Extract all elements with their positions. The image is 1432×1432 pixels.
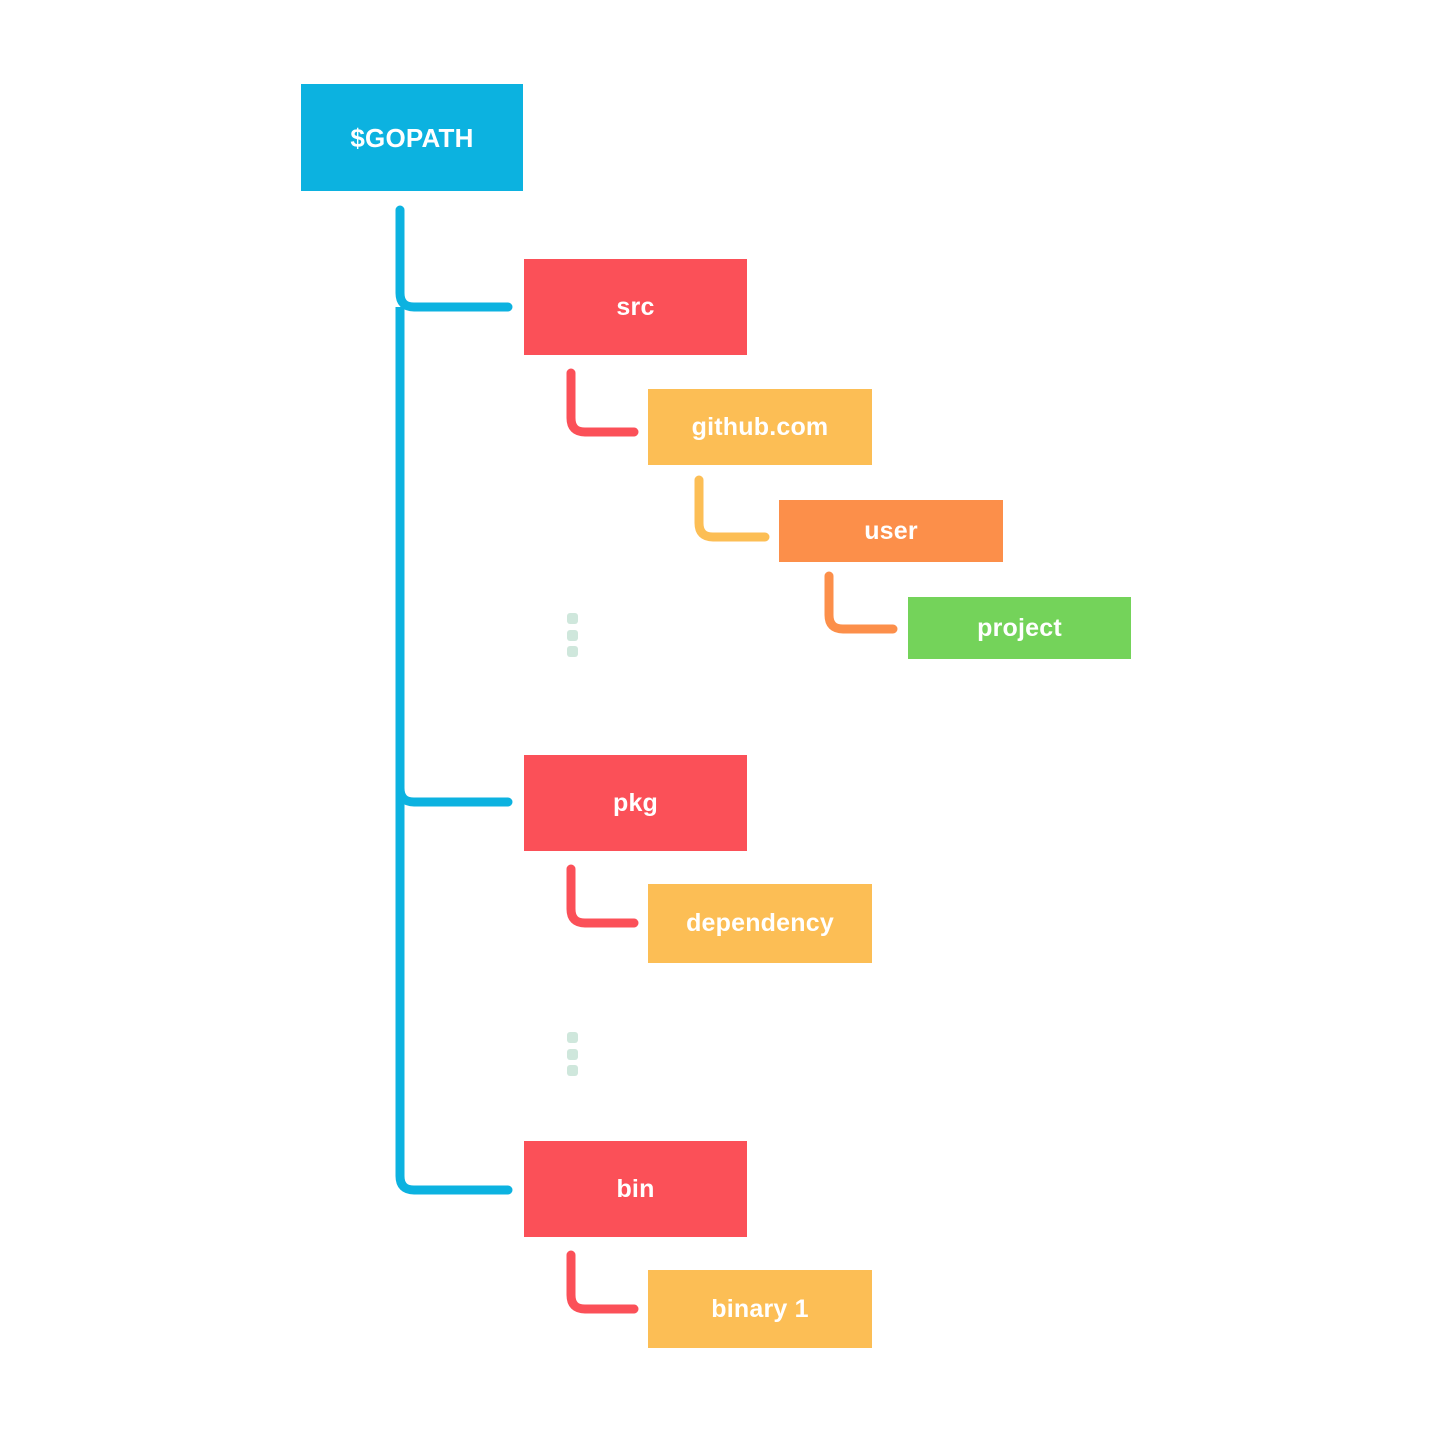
node-project-label: project	[977, 613, 1062, 642]
node-dependency[interactable]: dependency	[648, 884, 872, 963]
edge-gopath-to-src	[395, 205, 513, 312]
node-bin[interactable]: bin	[524, 1141, 747, 1237]
node-gopath[interactable]: $GOPATH	[301, 84, 523, 191]
ellipsis-dot	[566, 613, 578, 624]
node-user-label: user	[864, 516, 918, 545]
node-github-com-label: github.com	[691, 412, 829, 441]
edge-src-to-github	[566, 368, 639, 437]
edge-user-to-project	[824, 571, 898, 634]
ellipsis-dot	[566, 1048, 578, 1060]
node-pkg[interactable]: pkg	[524, 755, 747, 851]
ellipsis-src-more	[565, 613, 579, 657]
node-dependency-label: dependency	[686, 909, 834, 937]
node-user[interactable]: user	[779, 500, 1003, 562]
node-binary-1[interactable]: binary 1	[648, 1270, 872, 1348]
edge-pkg-to-dependency	[566, 864, 639, 928]
ellipsis-dot	[566, 1065, 578, 1076]
node-gopath-label: $GOPATH	[350, 122, 474, 153]
node-binary-1-label: binary 1	[711, 1294, 809, 1323]
edge-gopath-to-bin	[395, 797, 513, 1195]
node-bin-label: bin	[616, 1174, 655, 1203]
node-project[interactable]: project	[908, 597, 1131, 659]
node-github-com[interactable]: github.com	[648, 389, 872, 465]
node-src-label: src	[616, 292, 655, 321]
edge-github-to-user	[694, 475, 770, 542]
node-pkg-label: pkg	[612, 788, 659, 817]
ellipsis-dot	[566, 1032, 578, 1043]
node-src[interactable]: src	[524, 259, 747, 355]
edge-gopath-to-pkg	[395, 783, 513, 807]
ellipsis-dot	[566, 629, 578, 641]
ellipsis-dot	[566, 646, 578, 657]
ellipsis-pkg-more	[565, 1032, 579, 1076]
edge-bin-to-binary1	[566, 1250, 639, 1314]
